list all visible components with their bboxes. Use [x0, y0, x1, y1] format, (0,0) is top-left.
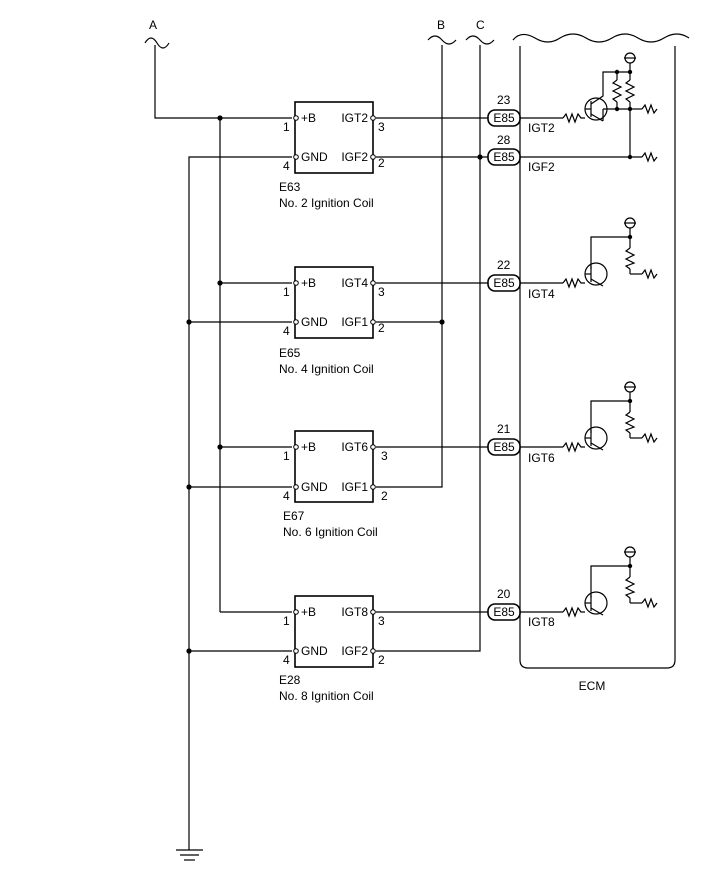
svg-text:21: 21 — [497, 422, 511, 436]
svg-text:IGF2: IGF2 — [341, 150, 368, 164]
feed-label-a: A — [149, 18, 157, 32]
coil-name: No. 8 Ignition Coil — [279, 689, 374, 703]
driver-circuit-igt8 — [520, 546, 658, 618]
driver-circuit-igt4 — [520, 217, 658, 289]
svg-text:4: 4 — [283, 159, 290, 173]
svg-text:2: 2 — [378, 321, 385, 335]
junctions — [186, 115, 483, 654]
feed-break-b — [427, 35, 457, 45]
svg-text:2: 2 — [378, 653, 385, 667]
feed-break-a — [144, 37, 170, 49]
svg-text:1: 1 — [283, 120, 290, 134]
svg-text:20: 20 — [497, 587, 511, 601]
svg-text:3: 3 — [381, 449, 388, 463]
ecm-label: ECM — [579, 679, 606, 693]
connector-pin-22: E85 22 IGT4 — [487, 258, 555, 301]
svg-text:3: 3 — [378, 285, 385, 299]
svg-text:4: 4 — [283, 489, 290, 503]
svg-text:+B: +B — [301, 605, 316, 619]
svg-text:GND: GND — [301, 315, 328, 329]
svg-text:2: 2 — [381, 489, 388, 503]
wires — [154, 45, 488, 861]
svg-text:IGF1: IGF1 — [341, 315, 368, 329]
feed-label-c: C — [476, 18, 485, 32]
svg-text:E85: E85 — [493, 276, 515, 290]
coil-name: No. 4 Ignition Coil — [279, 362, 374, 376]
svg-text:+B: +B — [301, 440, 316, 454]
feed-break-c — [465, 35, 495, 45]
svg-text:22: 22 — [497, 258, 511, 272]
svg-text:3: 3 — [378, 614, 385, 628]
svg-text:IGT6: IGT6 — [528, 451, 555, 465]
svg-text:GND: GND — [301, 150, 328, 164]
coil-name: No. 6 Ignition Coil — [283, 525, 378, 539]
ecm-connectors: E85 23 IGT2 E85 28 IGF2 E85 22 IGT4 E85 … — [487, 93, 555, 629]
ecm-body — [519, 46, 676, 669]
svg-text:1: 1 — [283, 449, 290, 463]
coil-name: No. 2 Ignition Coil — [279, 196, 374, 210]
svg-text:IGF1: IGF1 — [341, 480, 368, 494]
svg-text:4: 4 — [283, 653, 290, 667]
svg-text:+B: +B — [301, 111, 316, 125]
svg-text:E85: E85 — [493, 605, 515, 619]
ecm-internal-circuits — [520, 52, 658, 618]
svg-text:IGT8: IGT8 — [528, 615, 555, 629]
svg-text:IGF2: IGF2 — [528, 160, 555, 174]
coil-id: E28 — [279, 673, 301, 687]
svg-text:2: 2 — [378, 156, 385, 170]
driver-circuit-igt6 — [520, 381, 658, 453]
svg-text:IGT2: IGT2 — [341, 111, 368, 125]
coil-e67: +B IGT6 GND IGF1 1 4 3 2 E67 No. 6 Ignit… — [283, 430, 388, 539]
svg-text:23: 23 — [497, 93, 511, 107]
coil-id: E67 — [283, 509, 305, 523]
ecm-break-mark — [512, 33, 690, 43]
connector-pin-23: E85 23 IGT2 — [487, 93, 555, 135]
svg-text:1: 1 — [283, 285, 290, 299]
coil-id: E65 — [279, 346, 301, 360]
svg-text:1: 1 — [283, 614, 290, 628]
driver-circuit-igt2 — [520, 52, 658, 163]
svg-text:IGT2: IGT2 — [528, 121, 555, 135]
svg-text:4: 4 — [283, 324, 290, 338]
svg-text:GND: GND — [301, 644, 328, 658]
svg-text:IGT4: IGT4 — [341, 276, 368, 290]
feed-label-b: B — [437, 18, 445, 32]
svg-text:+B: +B — [301, 276, 316, 290]
svg-text:GND: GND — [301, 480, 328, 494]
coil-e65: +B IGT4 GND IGF1 1 4 3 2 E65 No. 4 Ignit… — [279, 266, 385, 376]
connector-pin-20: E85 20 IGT8 — [487, 587, 555, 629]
svg-text:E85: E85 — [493, 440, 515, 454]
svg-text:IGT8: IGT8 — [341, 605, 368, 619]
svg-text:E85: E85 — [493, 150, 515, 164]
coil-e28: +B IGT8 GND IGF2 1 4 3 2 E28 No. 8 Ignit… — [279, 595, 385, 703]
svg-text:IGT6: IGT6 — [341, 440, 368, 454]
svg-text:IGT4: IGT4 — [528, 287, 555, 301]
connector-pin-21: E85 21 IGT6 — [487, 422, 555, 465]
svg-text:E85: E85 — [493, 111, 515, 125]
svg-text:28: 28 — [497, 133, 511, 147]
connector-pin-28: E85 28 IGF2 — [487, 133, 555, 174]
coil-e63: +B IGT2 GND IGF2 1 4 3 2 E63 No. 2 Ignit… — [279, 101, 385, 210]
svg-text:IGF2: IGF2 — [341, 644, 368, 658]
svg-text:3: 3 — [378, 120, 385, 134]
coil-id: E63 — [279, 180, 301, 194]
